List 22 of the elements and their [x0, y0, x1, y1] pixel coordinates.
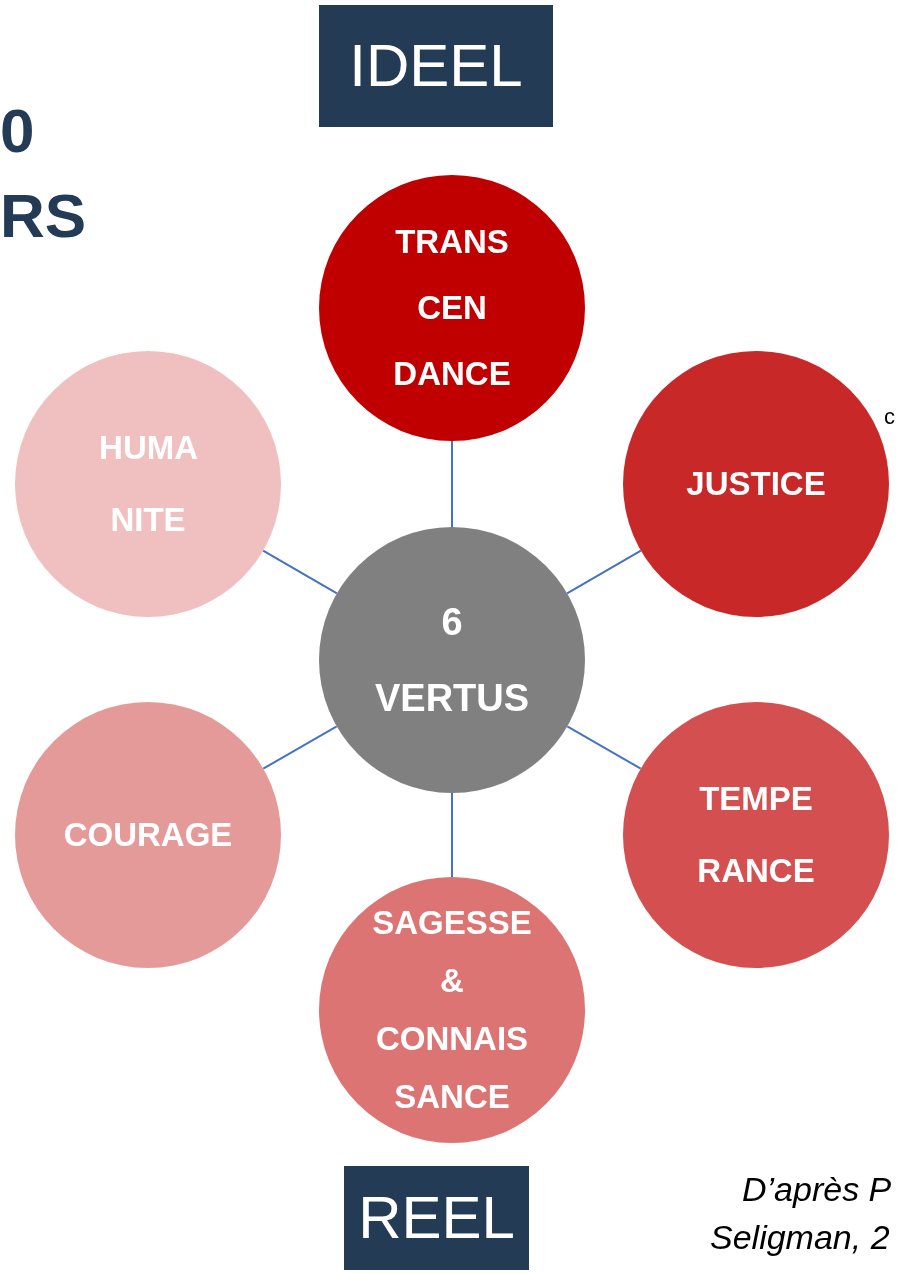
virtue-label: TRANS CEN DANCE — [393, 222, 511, 394]
virtue-label: TEMPE RANCE — [697, 779, 815, 891]
connector-line — [262, 549, 338, 595]
heading-box — [344, 1166, 529, 1270]
virtue-label: JUSTICE — [686, 464, 826, 504]
connector-line — [451, 792, 453, 878]
heading-text: REEL — [358, 1188, 515, 1248]
title-fragment: RS — [0, 180, 87, 251]
virtue-label: COURAGE — [63, 815, 233, 855]
text-fragment: c — [884, 404, 895, 430]
heading-text: IDEEL — [349, 36, 523, 96]
source-note: Seligman, 2 — [710, 1218, 890, 1257]
connector-line — [566, 725, 642, 770]
connector-line — [451, 440, 453, 528]
virtue-label: 6 VERTUS — [374, 600, 530, 721]
title-fragment: 0 — [0, 95, 35, 166]
heading-box — [319, 5, 553, 127]
virtue-label: HUMA NITE — [99, 428, 197, 540]
source-note: D’après P — [742, 1170, 892, 1209]
connector-line — [262, 725, 338, 770]
virtue-label: SAGESSE & CONNAIS SANCE — [372, 903, 532, 1117]
connector-line — [566, 549, 642, 595]
